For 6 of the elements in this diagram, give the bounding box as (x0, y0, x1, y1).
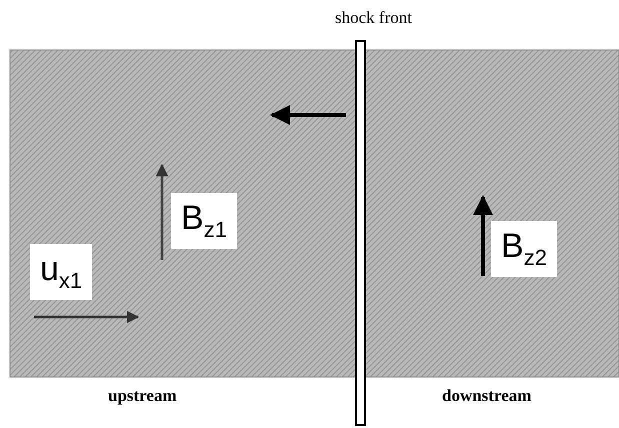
field-symbol-label: B$_{z1}$ (171, 193, 237, 249)
region-label: downstream (442, 386, 532, 406)
velocity-symbol-label: u$_{x1}$ (30, 244, 92, 300)
field-symbol-label: B$_{z2}$ (491, 221, 557, 277)
region-label: upstream (108, 386, 177, 406)
heading-label: shock front (335, 8, 412, 28)
